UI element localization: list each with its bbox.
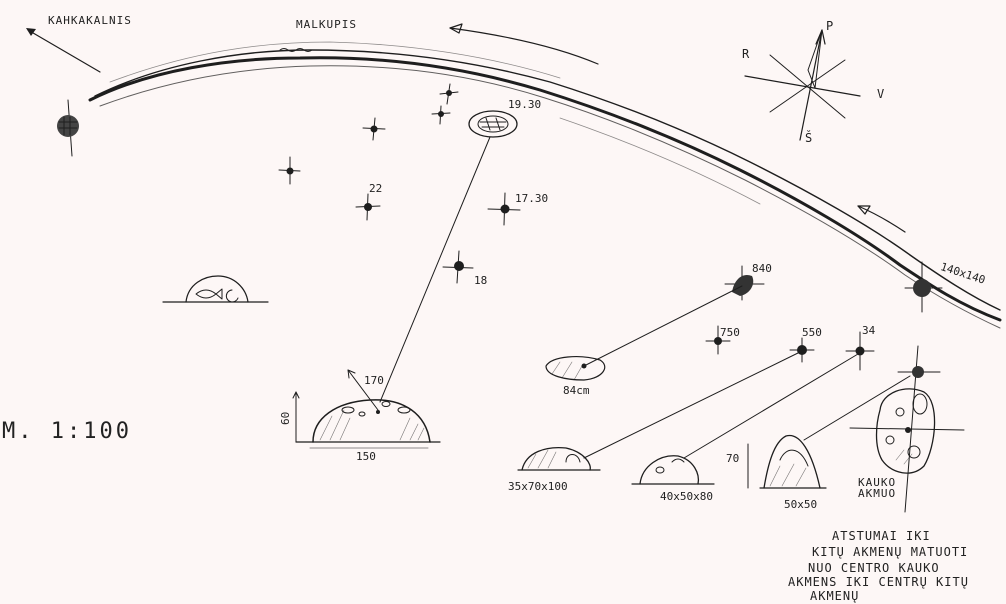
dim-stone2: 35x70x100 <box>508 480 568 493</box>
point-label-1440: 140x140 <box>939 260 987 287</box>
note-line-1: ATSTUMAI IKI <box>832 529 931 543</box>
stone-1440 <box>904 261 943 313</box>
flow-arrow-right <box>857 205 906 233</box>
compass-rose <box>744 29 861 141</box>
survey-point-18 <box>442 250 474 284</box>
dim-stone3: 40x50x80 <box>660 490 713 503</box>
stone-3 <box>631 455 715 485</box>
stone-fish <box>162 275 269 303</box>
measure-line-kauko <box>803 375 911 441</box>
dim-stone4: 50x50 <box>784 498 817 511</box>
survey-point-d <box>278 156 301 185</box>
dim-stone4-height: 70 <box>726 452 739 465</box>
point-label-1730: 17.30 <box>515 192 548 205</box>
dim-big-height: 60 <box>279 412 292 425</box>
survey-point-22 <box>355 193 381 221</box>
dim-stone1: 84cm <box>563 384 590 397</box>
measure-line-1930 <box>379 136 491 403</box>
compass-east: V <box>877 87 885 101</box>
scale-label: M. 1:100 <box>2 419 132 444</box>
stone-1930 <box>468 110 518 138</box>
compass-north: P <box>826 19 834 33</box>
survey-point-550 <box>789 337 815 363</box>
survey-point-750 <box>705 325 731 355</box>
point-label-1930: 19.30 <box>508 98 541 111</box>
point-label-22: 22 <box>369 182 382 195</box>
malkupis-label: MALKUPIS <box>296 18 357 31</box>
kahkakalnis-label: KAHKAKALNIS <box>48 14 132 27</box>
kauko-label-2: AKMUO <box>858 487 896 500</box>
note-line-2: KITŲ AKMENŲ MATUOTI <box>812 545 968 559</box>
stone-kauko <box>849 345 965 513</box>
survey-point-b <box>431 105 451 125</box>
measure-line-34 <box>683 353 859 459</box>
stone-84cm <box>545 356 606 381</box>
dim-big-width: 150 <box>356 450 376 463</box>
note-block: ATSTUMAI IKI KITŲ AKMENŲ MATUOTI NUO CEN… <box>788 529 969 603</box>
kauko-label-1: KAUKO <box>858 476 896 489</box>
survey-point-1730 <box>487 192 521 226</box>
stone-840 <box>724 265 765 301</box>
survey-point-34 <box>845 331 875 371</box>
point-label-34: 34 <box>862 324 876 337</box>
note-line-3: NUO CENTRO KAUKO <box>808 561 940 575</box>
stone-big <box>292 369 441 449</box>
dim-big-diag: 170 <box>364 374 384 387</box>
compass-south: Š <box>805 130 813 145</box>
note-line-5: AKMENŲ <box>810 589 859 603</box>
measure-line-840 <box>583 285 743 367</box>
river-malkupis <box>88 41 1002 329</box>
flow-arrow-top <box>449 23 599 65</box>
note-line-4: AKMENS IKI CENTRŲ KITŲ <box>788 575 969 589</box>
survey-point-c <box>362 117 386 141</box>
measure-line-550 <box>583 351 801 459</box>
stone-4 <box>747 434 827 489</box>
point-label-18: 18 <box>474 274 487 287</box>
kahkakalnis-arrow <box>26 28 101 73</box>
point-label-550: 550 <box>802 326 822 339</box>
stone-left-circle <box>57 99 79 157</box>
compass-west: R <box>742 47 750 61</box>
survey-point-a <box>439 83 459 105</box>
stone-2 <box>517 446 601 471</box>
point-label-750: 750 <box>720 326 740 339</box>
point-label-840: 840 <box>752 262 772 275</box>
